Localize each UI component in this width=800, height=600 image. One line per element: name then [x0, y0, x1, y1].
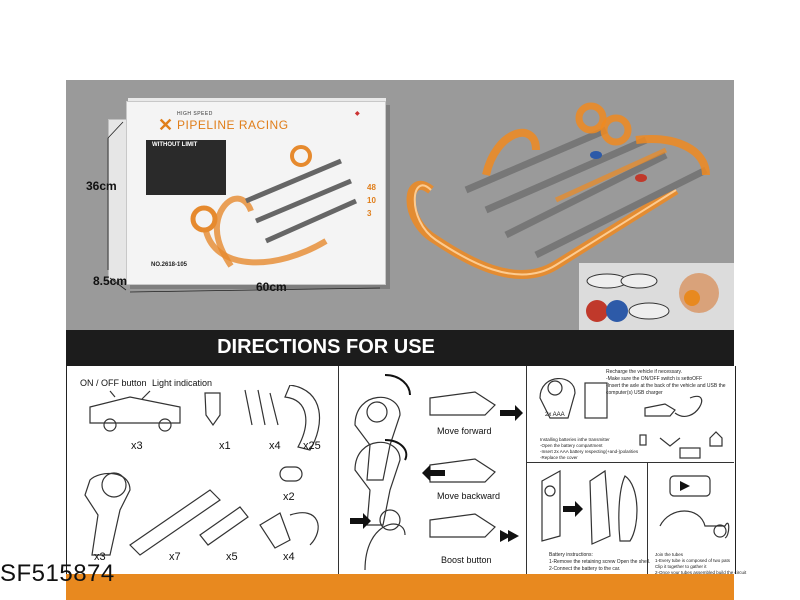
bottom-accent-band: [66, 574, 734, 600]
clip-qty: x4: [269, 440, 281, 452]
box-banner: WITHOUT LIMIT: [152, 142, 198, 148]
box-stat-1: 48: [367, 183, 376, 192]
inset-illustration: [586, 273, 719, 322]
dimension-lines: [107, 121, 381, 293]
battery-instructions-title: Battery instructions:: [549, 552, 593, 558]
assembled-track-illustration: [406, 102, 710, 279]
battery-step: 1-Remove the retaining screw Open the sh…: [549, 559, 651, 565]
directions-band: [66, 330, 734, 366]
directions-title: DIRECTIONS FOR USE: [217, 336, 435, 358]
divider: [526, 462, 734, 463]
parts-illustration: [84, 385, 321, 556]
box-stat-3: 3: [367, 209, 372, 218]
launcher-qty: x3: [94, 551, 106, 563]
controls-illustration: [350, 374, 523, 570]
charging-note: computer(s) USB charger: [606, 390, 663, 396]
join-step: 2-Once your tubes assembled build the ci…: [655, 570, 747, 575]
join-tubes-instructions: Join the tubes 1-Every tube is composed …: [655, 552, 746, 576]
sku-code: SF515874: [0, 560, 115, 587]
connector-qty: x1: [219, 440, 231, 452]
car-qty: x3: [131, 440, 143, 452]
move-forward-label: Move forward: [437, 426, 492, 436]
install-note: -Insert 2x AAA battery respecting(+and-)…: [540, 449, 639, 454]
charging-illustration: [539, 378, 723, 459]
move-backward-label: Move backward: [437, 491, 501, 501]
charging-notes: Recharge the vehicle if necessary. -Make…: [606, 369, 732, 397]
dimension-height: 36cm: [86, 179, 117, 193]
onoff-label: ON / OFF button: [80, 378, 147, 388]
funnel-qty: x4: [283, 551, 295, 563]
box-photo-strip: [146, 140, 226, 195]
dimension-width: 60cm: [256, 280, 287, 294]
long-tube-qty: x7: [169, 551, 181, 563]
charging-note: Recharge the vehicle if necessary.: [606, 369, 683, 375]
brand-x-logo-icon: ✕: [158, 115, 174, 135]
battery-step: 2-Connect the battery to the car.: [549, 566, 621, 572]
install-notes: Installing batteries inthe transmitter -…: [540, 437, 652, 461]
install-note: -Replace the cover: [540, 455, 578, 460]
charging-note: -Make sure the ON/OFF switch is settoOFF: [606, 376, 703, 382]
join-step: 1-Every tube is composed of two pats: [655, 558, 731, 563]
light-label: Light indication: [152, 378, 213, 388]
join-step: Clip it together to gather it: [655, 564, 707, 569]
battery-illustration: [541, 469, 638, 545]
box-track-illustration: [190, 145, 358, 268]
charging-note: -Insert the axle at the back of the vehi…: [606, 383, 726, 389]
brand-tagline: HIGH SPEED: [177, 111, 213, 117]
short-tube-qty: x5: [226, 551, 238, 563]
divider: [526, 366, 527, 574]
divider: [647, 462, 648, 574]
battery-label: 2x AAA: [545, 412, 565, 418]
instructions-area: [66, 366, 736, 574]
join-tubes-title: Join the tubes: [655, 552, 684, 557]
divider: [338, 366, 339, 574]
join-tubes-illustration: [659, 475, 730, 539]
battery-instructions: Battery instructions: 1-Remove the retai…: [549, 552, 650, 573]
maker-logo-icon: ◆: [355, 111, 360, 117]
box-model-number: NO.2618-105: [151, 262, 188, 268]
install-note: Installing batteries inthe transmitter: [540, 437, 610, 442]
brand-name: PIPELINE RACING: [177, 118, 289, 132]
box-stat-2: 10: [367, 196, 376, 205]
install-note: -Open the battery compartment: [540, 443, 603, 448]
small-tube-qty: x2: [283, 491, 295, 503]
curve-qty: x25: [303, 440, 321, 452]
boost-button-label: Boost button: [441, 555, 492, 565]
